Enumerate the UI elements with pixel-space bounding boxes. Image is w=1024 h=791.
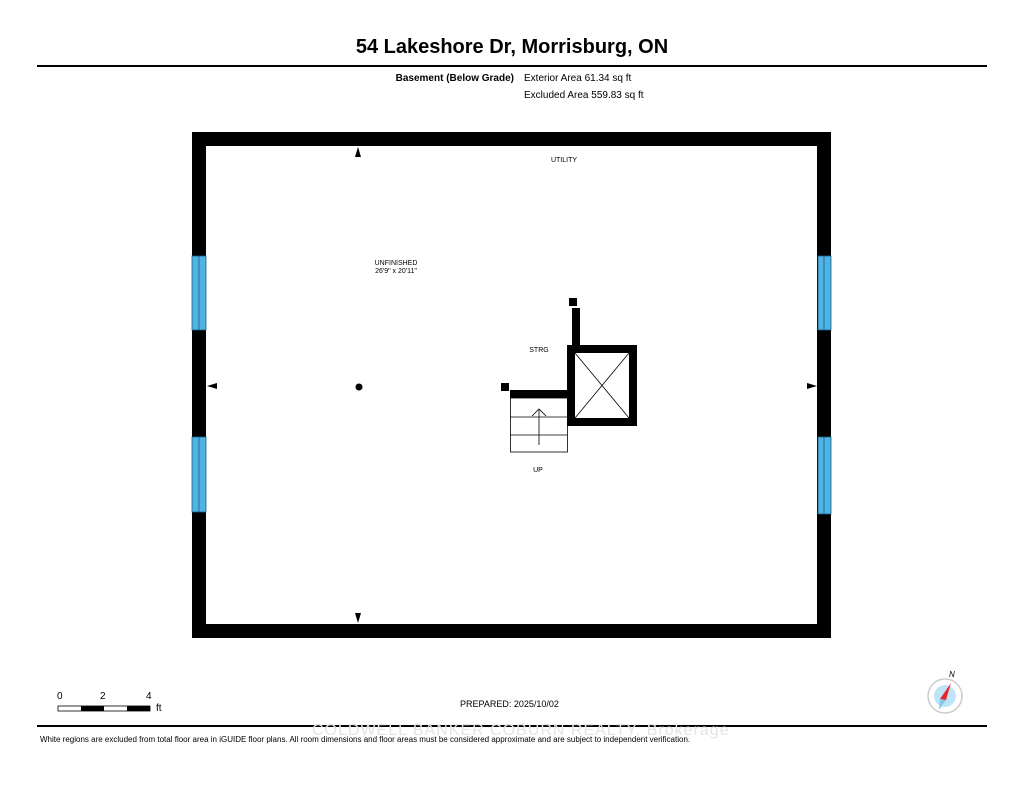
- watermark: COLDWELL BANKER COBURN REALTY, Brokerage: [312, 722, 730, 739]
- header-divider: [37, 65, 987, 67]
- footer-divider: [37, 725, 987, 727]
- marker-left: [207, 383, 217, 389]
- room-label-unfinished: UNFINISHED: [374, 260, 418, 267]
- window: [817, 255, 832, 331]
- room-dimensions: 26'9" x 20'11": [375, 268, 417, 275]
- exterior-area: Exterior Area 61.34 sq ft: [524, 73, 632, 84]
- scale-tick: 0: [57, 691, 63, 702]
- center-dot: [355, 383, 363, 391]
- prepared-date: PREPARED: 2025/10/02: [460, 699, 559, 709]
- compass-north-label: N: [949, 670, 955, 679]
- outer-walls: [192, 132, 831, 638]
- stairs-label: UP: [533, 467, 543, 474]
- scale-unit: ft: [156, 703, 162, 714]
- excluded-area: Excluded Area 559.83 sq ft: [524, 90, 644, 101]
- disclaimer: White regions are excluded from total fl…: [40, 735, 691, 744]
- level-name: Basement (Below Grade): [395, 73, 514, 84]
- room-label-utility: UTILITY: [550, 157, 578, 164]
- scale-bar: [57, 705, 151, 712]
- compass: [927, 678, 963, 714]
- scale-tick: 2: [100, 691, 106, 702]
- chimney: [567, 298, 637, 426]
- windows: [191, 255, 832, 515]
- scale-tick: 4: [146, 691, 152, 702]
- marker-top: [355, 147, 361, 157]
- page-title: 54 Lakeshore Dr, Morrisburg, ON: [355, 36, 669, 58]
- marker-bottom: [355, 613, 361, 623]
- marker-right: [807, 383, 817, 389]
- dimension-markers: [207, 147, 817, 623]
- stairs: [501, 383, 570, 453]
- window: [817, 436, 832, 515]
- room-label-storage: STRG: [529, 347, 549, 354]
